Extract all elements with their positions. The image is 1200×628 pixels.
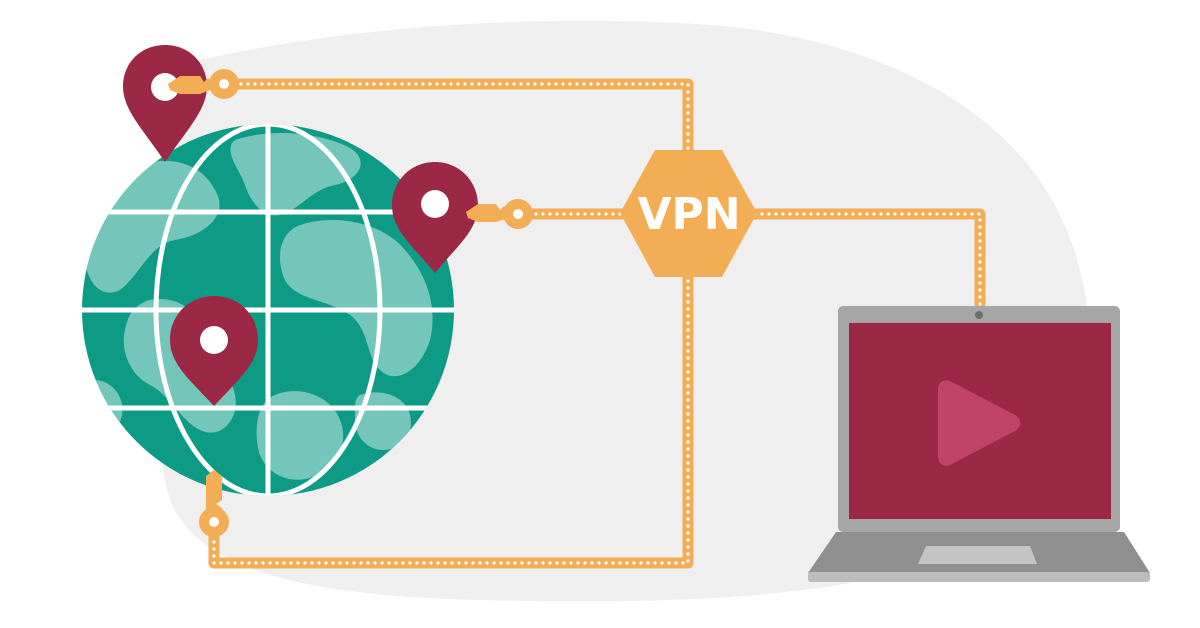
laptop-icon: [808, 306, 1150, 582]
cable-laptop-dots: [746, 212, 982, 314]
globe-gridlines: [82, 124, 454, 496]
laptop-trackpad: [918, 546, 1037, 564]
location-pin-icon: [392, 162, 478, 273]
location-pin-icon: [123, 45, 207, 162]
cable-bottom-dots: [212, 272, 690, 565]
laptop-camera: [975, 311, 983, 319]
vpn-label: VPN: [637, 189, 740, 240]
globe-icon: [82, 124, 454, 496]
key-icon: [199, 470, 229, 537]
vpn-hexagon-icon: VPN: [620, 150, 757, 277]
play-icon: [938, 380, 1021, 466]
connection-cables: [208, 78, 986, 569]
cable-top-dots: [225, 82, 690, 154]
laptop-base-edge: [808, 572, 1150, 582]
location-pin-icon: [170, 296, 258, 406]
key-icon: [168, 69, 239, 99]
key-icon: [466, 199, 533, 229]
